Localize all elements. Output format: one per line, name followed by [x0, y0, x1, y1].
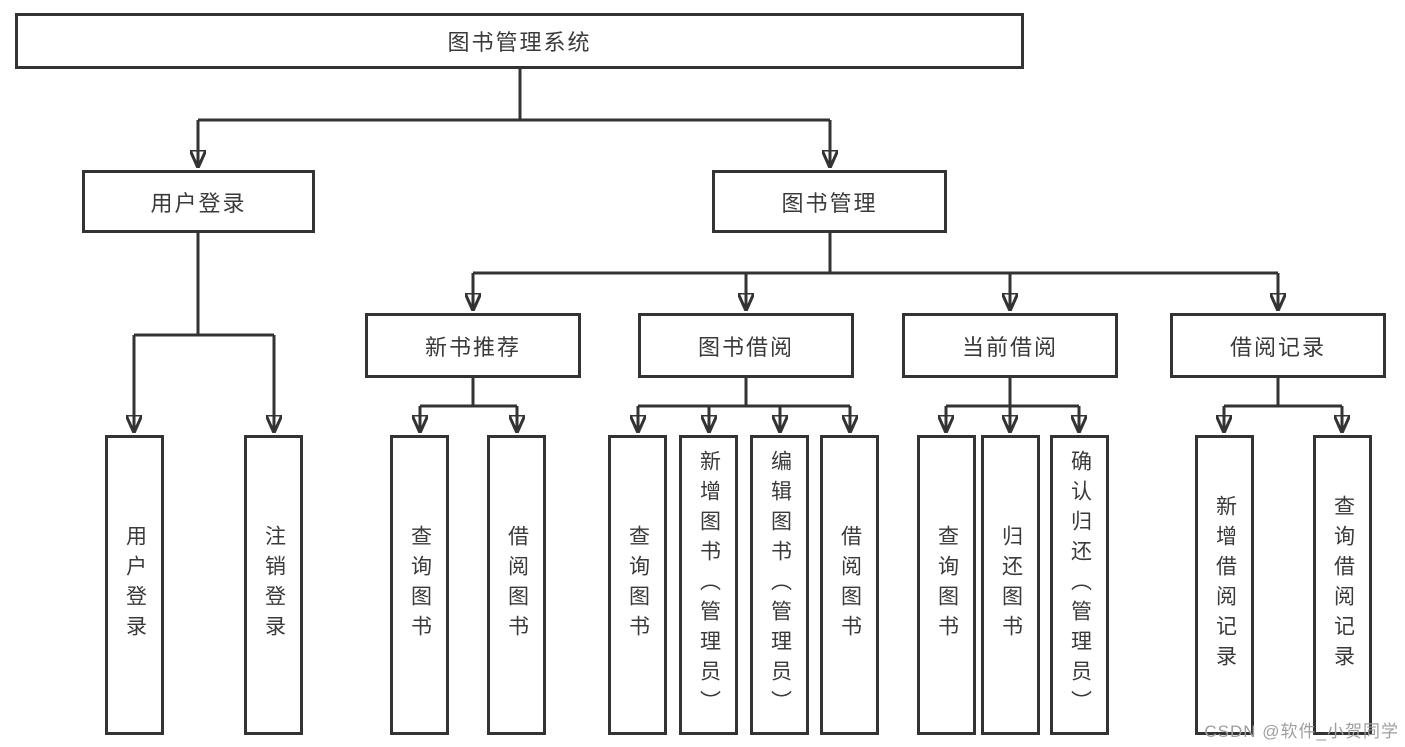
- leaf-query-books-recommend-label: 查询图书: [408, 525, 432, 645]
- leaf-query-books-recommend: 查询图书: [390, 435, 449, 735]
- leaf-query-borrow-record: 查询借阅记录: [1313, 435, 1372, 735]
- leaf-query-books-borrow-label: 查询图书: [626, 525, 650, 645]
- watermark: CSDN @软件_小贺同学: [1204, 722, 1399, 741]
- leaf-return-book: 归还图书: [981, 435, 1040, 735]
- leaf-confirm-return-admin: 确认归还（管理员）: [1050, 435, 1109, 735]
- leaf-edit-book-admin: 编辑图书（管理员）: [750, 435, 809, 735]
- node-new-book-recommend: 新书推荐: [365, 313, 581, 378]
- node-borrow-records: 借阅记录: [1170, 313, 1386, 378]
- leaf-edit-book-admin-label: 编辑图书（管理员）: [768, 450, 792, 720]
- leaf-add-book-admin: 新增图书（管理员）: [679, 435, 738, 735]
- leaf-confirm-return-admin-label: 确认归还（管理员）: [1068, 450, 1092, 720]
- connector-segments: [134, 69, 1342, 408]
- leaf-return-book-label: 归还图书: [999, 525, 1023, 645]
- leaf-user-login: 用户登录: [105, 435, 164, 735]
- leaf-borrow-books-recommend-label: 借阅图书: [505, 525, 529, 645]
- leaf-add-borrow-record-label: 新增借阅记录: [1213, 495, 1237, 675]
- node-book-management: 图书管理: [712, 170, 947, 233]
- leaf-add-book-admin-label: 新增图书（管理员）: [697, 450, 721, 720]
- leaf-borrow-books-label: 借阅图书: [838, 525, 862, 645]
- leaf-query-books-current-label: 查询图书: [935, 525, 959, 645]
- leaf-query-books-borrow: 查询图书: [608, 435, 667, 735]
- leaf-logout-label: 注销登录: [262, 525, 286, 645]
- leaf-query-borrow-record-label: 查询借阅记录: [1331, 495, 1355, 675]
- node-library-management-system: 图书管理系统: [15, 13, 1024, 69]
- node-user-login-branch: 用户登录: [82, 170, 315, 233]
- leaf-add-borrow-record: 新增借阅记录: [1195, 435, 1254, 735]
- leaf-borrow-books-recommend: 借阅图书: [487, 435, 546, 735]
- leaf-logout: 注销登录: [244, 435, 303, 735]
- node-book-borrow: 图书借阅: [638, 313, 854, 378]
- leaf-query-books-current: 查询图书: [917, 435, 976, 735]
- leaf-user-login-label: 用户登录: [123, 525, 147, 645]
- node-current-borrow: 当前借阅: [902, 313, 1118, 378]
- leaf-borrow-books: 借阅图书: [820, 435, 879, 735]
